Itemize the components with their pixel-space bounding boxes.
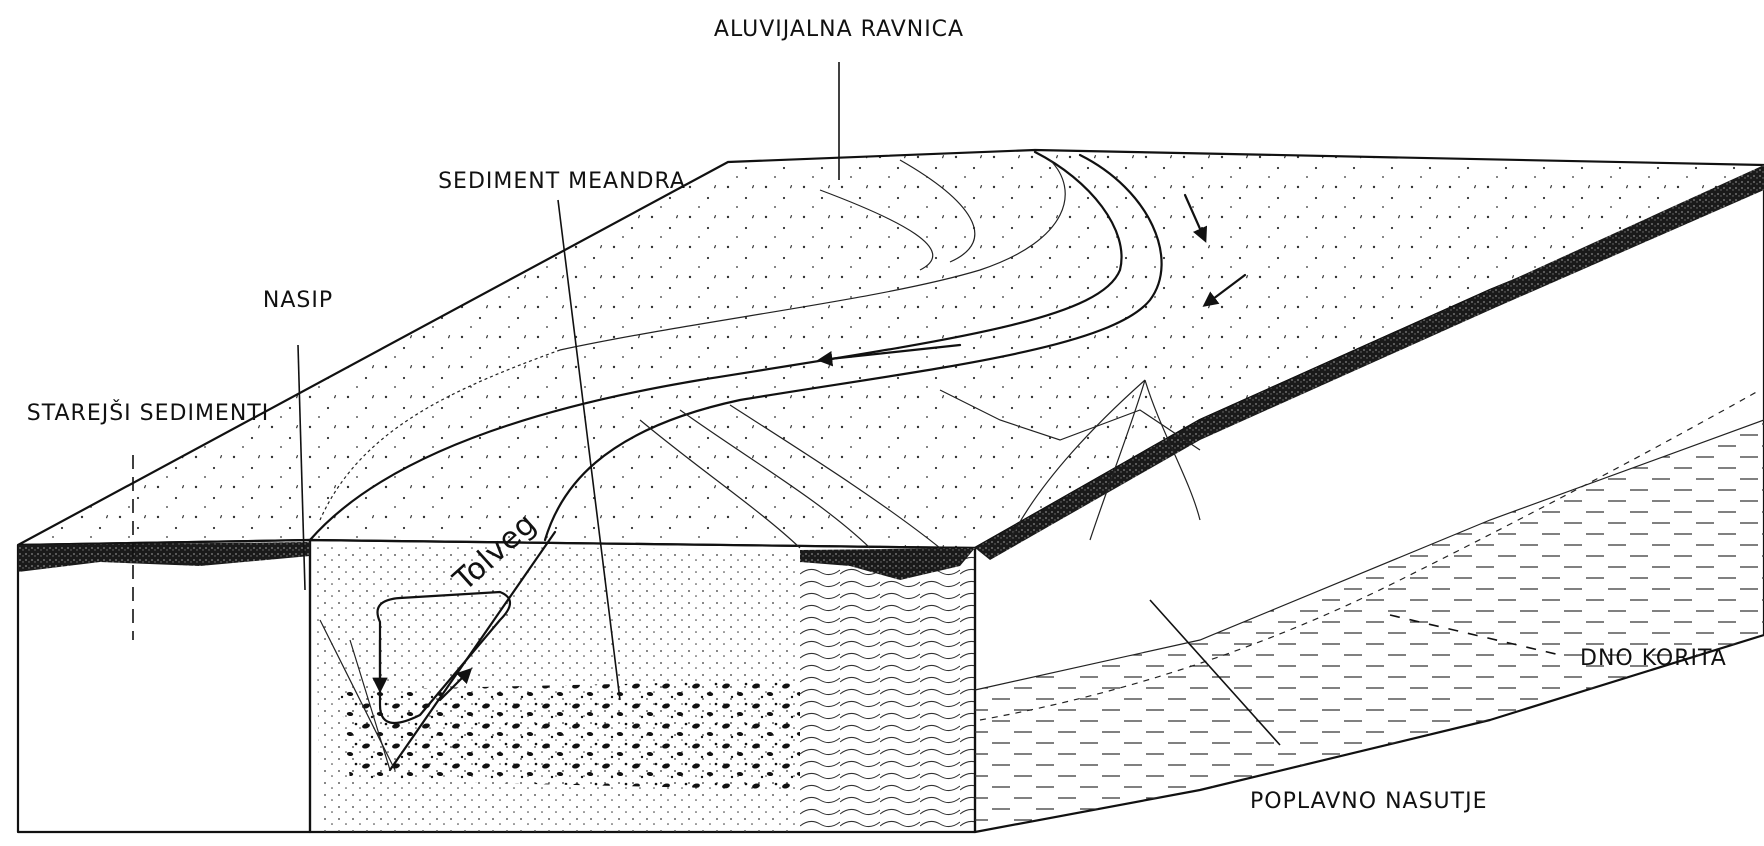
front-face-left <box>18 540 310 832</box>
channel-fill-gravel <box>340 680 800 790</box>
label-channel-bottom: DNO KORITA <box>1580 646 1727 671</box>
flood-deposit-crossbeds <box>800 550 975 832</box>
label-alluvial-plain: ALUVIJALNA RAVNICA <box>714 17 964 42</box>
label-meander-sediment: SEDIMENT MEANDRA <box>438 169 686 194</box>
label-levee: NASIP <box>263 288 333 313</box>
label-older-sediments: STAREJŠI SEDIMENTI <box>27 400 269 426</box>
label-flood-deposit: POPLAVNO NASUTJE <box>1250 789 1487 814</box>
soil-band-left <box>18 542 310 572</box>
